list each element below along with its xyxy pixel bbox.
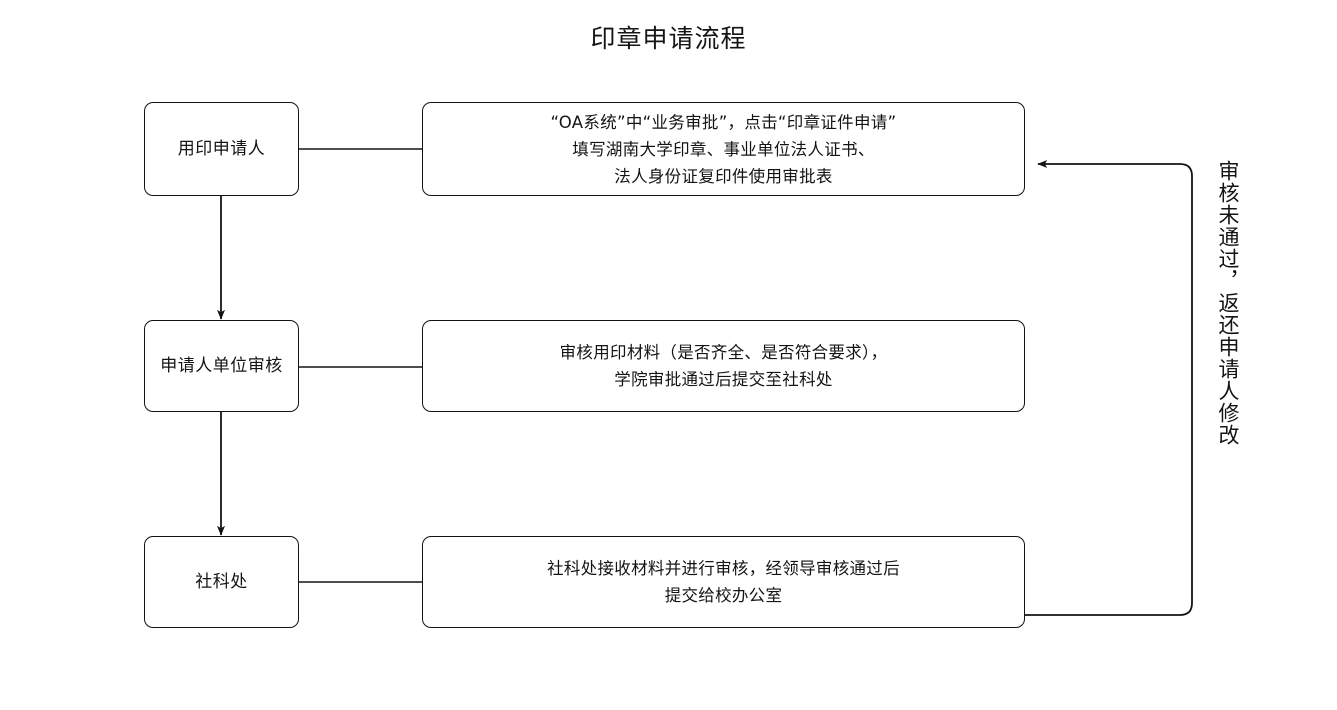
connector-feedback-loop	[1025, 160, 1193, 616]
step-role-unit-review[interactable]: 申请人单位审核	[144, 320, 299, 412]
step-role-unit-review-label: 申请人单位审核	[160, 356, 283, 376]
step-detail-social-science-office-label: 社科处接收材料并进行审核，经领导审核通过后 提交给校办公室	[547, 559, 900, 605]
step-detail-unit-review-label: 审核用印材料（是否齐全、是否符合要求）， 学院审批通过后提交至社科处	[559, 343, 888, 389]
step-detail-applicant-label: “OA系统”中“业务审批”，点击“印章证件申请” 填写湖南大学印章、事业单位法人…	[550, 112, 897, 186]
step-role-applicant-label: 用印申请人	[177, 139, 266, 159]
step-role-social-science-office-label: 社科处	[195, 572, 248, 592]
feedback-loop-label: 审核未通过，返还申请人修改	[1216, 160, 1240, 446]
step-role-applicant[interactable]: 用印申请人	[144, 102, 299, 196]
step-detail-unit-review[interactable]: 审核用印材料（是否齐全、是否符合要求）， 学院审批通过后提交至社科处	[422, 320, 1025, 412]
step-detail-social-science-office[interactable]: 社科处接收材料并进行审核，经领导审核通过后 提交给校办公室	[422, 536, 1025, 628]
step-detail-applicant[interactable]: “OA系统”中“业务审批”，点击“印章证件申请” 填写湖南大学印章、事业单位法人…	[422, 102, 1025, 196]
step-role-social-science-office[interactable]: 社科处	[144, 536, 299, 628]
page-title: 印章申请流程	[590, 24, 747, 53]
